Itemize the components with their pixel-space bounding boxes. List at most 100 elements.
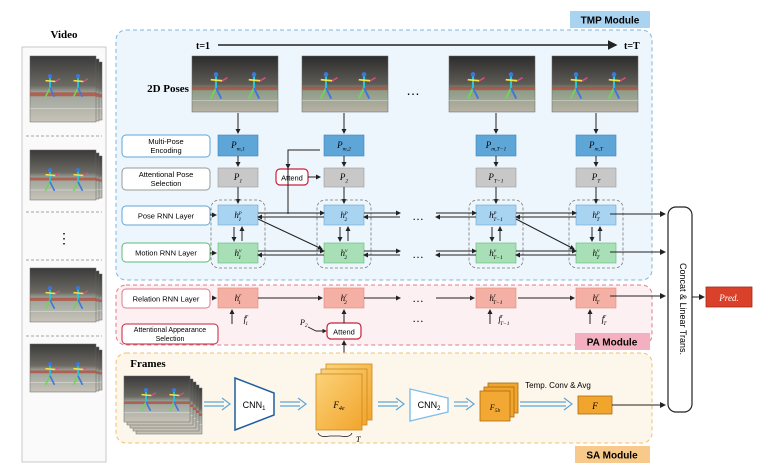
video-frame-thumbnail [29,149,97,201]
tmp-module-badge [570,11,650,28]
cross-link-arrow [257,218,323,250]
relation-rnn-cell [575,287,617,309]
video-frame-thumbnail [29,55,97,123]
pose-image-frame [448,55,536,113]
pose-skeleton-left [569,72,588,100]
temp-conv-label: Temp. Conv & Avg [525,381,591,390]
rnn-cell-group [316,199,372,269]
pose-dots: … [406,82,420,98]
row-label-pose-rnn: Pose RNN Layer [121,205,211,226]
f5b-label: F5b [489,403,501,414]
multi-pose-encoding-box [475,134,517,157]
encoding-box-label: Pm,1 [230,140,245,153]
pa-p2-label: P2 [299,318,308,329]
row-label-relation-rnn: Relation RNN Layer [121,288,211,309]
pa-module-badge [575,333,650,350]
f4e-label: F4e [332,400,345,412]
concat-linear-block [667,206,693,413]
frames-label: Frames [130,358,166,370]
multi-pose-encoding-box [323,134,365,157]
pose-image-frame [301,55,389,113]
cnn1-block [234,376,275,432]
frame-stack [123,375,203,435]
row-label-attentional-appearance: Attentional Appearance Selection [121,323,219,345]
p2-to-attend-arrow [307,326,327,334]
row-label-attn-app-line1: Attentional Appearance [134,327,206,334]
pose-rnn-dots: … [412,209,424,223]
tmp-attend-text: Attend [281,174,303,183]
fencer-left-figure [44,168,61,192]
rnn-cell-group [468,199,524,269]
fencer-left-figure [44,286,61,310]
f-label: F [591,401,598,411]
video-ellipsis: ⋮ [57,230,71,246]
video-title: Video [50,29,78,41]
tmp-module-badge-text: TMP Module [581,16,640,27]
cnn2-block [409,388,449,422]
fencer-right-figure [72,74,89,98]
row-label-motion-rnn: Motion RNN Layer [121,242,211,263]
selection-box-label: P1 [233,172,243,185]
sa-module-badge [575,446,650,463]
f-dots: … [412,311,424,325]
sa-arrow-cnn2-f5b [454,397,475,411]
pose-image-frame [191,55,279,113]
row-label-encoding: Multi-Pose Encoding [121,134,211,158]
frame-fencer-left [140,388,157,412]
multi-pose-encoding-box [217,134,259,157]
sa-arrow-frames-cnn1 [204,397,231,411]
frame-stack-image [123,375,191,423]
row-label-motion-rnn-text: Motion RNN Layer [135,249,197,258]
sa-module-badge-text: SA Module [586,451,638,462]
pose-skeleton-left [466,72,485,100]
time-end-label: t=T [624,41,640,52]
time-start-label: t=1 [196,41,210,52]
pose-images [191,55,639,113]
t-brace [317,432,353,437]
cnn1-label: CNN1 [243,400,267,412]
2d-poses-label: 2D Poses [147,83,190,95]
pose-skeleton-right [607,72,626,100]
sa-arrow-f5b-f [520,397,573,411]
relation-rnn-cell [475,287,517,309]
pose-skeleton-left [319,72,338,100]
row-label-relation-rnn-text: Relation RNN Layer [133,295,200,304]
selection-box-label: PT−1 [487,172,503,185]
relation-rnn-dots: … [412,291,424,305]
fencer-right-figure [72,362,89,386]
f4e-feature-stack [315,363,373,431]
pose-skeleton-right [357,72,376,100]
motion-rnn-dots: … [412,247,424,261]
row-label-pose-rnn-text: Pose RNN Layer [138,212,195,221]
row-label-selection-line2: Selection [151,179,182,188]
pose-skeleton-right [247,72,266,100]
prediction-box [705,286,753,308]
fencer-left-figure [44,362,61,386]
t-label: T [356,435,361,444]
rnn-cell-group [210,199,266,269]
cross-link-arrow [515,218,575,250]
multi-pose-encoding-box [575,134,617,157]
encoding-box-label: Pm,2 [336,140,351,153]
row-label-attn-app-line2: Selection [156,336,185,343]
video-frame-thumbnail [29,267,97,323]
frame-fencer-right [168,388,185,412]
video-frames [29,55,103,393]
row-label-selection: Attentional Pose Selection [121,167,211,191]
fencer-right-figure [72,168,89,192]
sa-arrow-f4e-cnn2 [378,397,405,411]
pa-attend-text: Attend [333,328,355,337]
